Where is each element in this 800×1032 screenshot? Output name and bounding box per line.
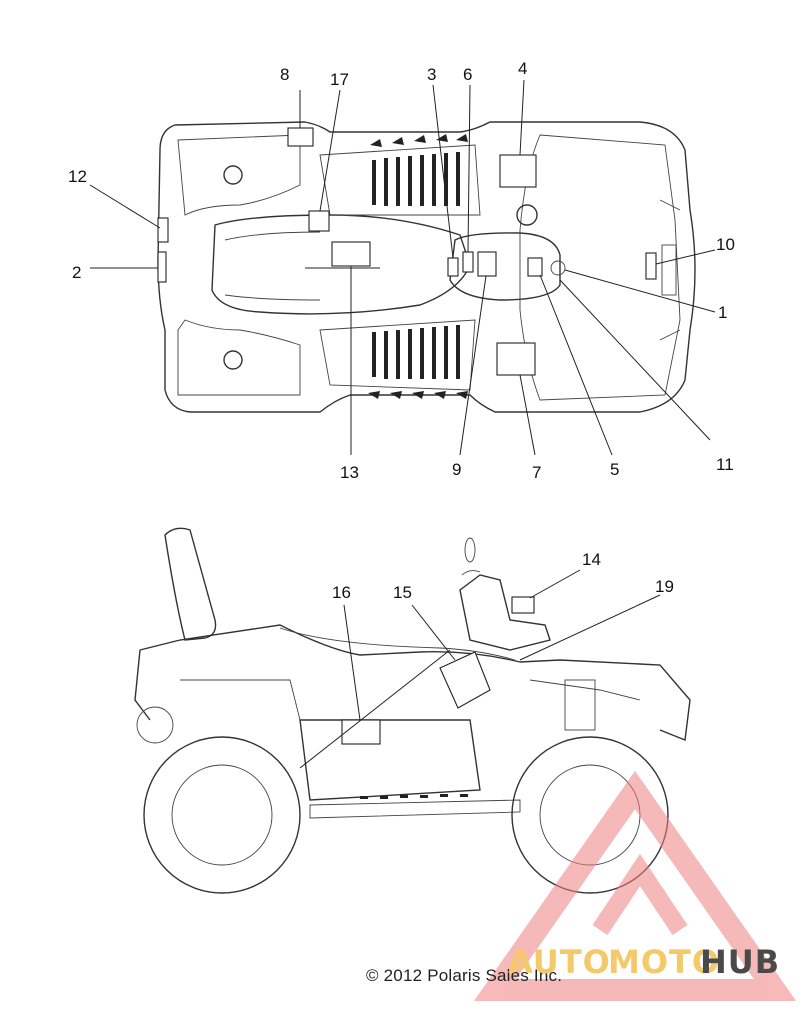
callout-11: 11 (716, 455, 734, 474)
callout-10: 10 (716, 235, 735, 254)
callout-14: 14 (582, 550, 601, 569)
callout-6: 6 (463, 65, 472, 84)
decal-7 (496, 342, 536, 376)
decal-14 (511, 596, 535, 614)
watermark-hub: HUB (700, 943, 781, 981)
upper-footwell (319, 134, 481, 216)
decal-15 (439, 651, 491, 709)
callout-2: 2 (72, 263, 81, 282)
callout-8: 8 (280, 65, 289, 84)
watermark-moto: MOTO (608, 943, 721, 981)
watermark-logo-mark (473, 770, 797, 1001)
callout-13: 13 (340, 463, 359, 482)
decal-3 (447, 257, 459, 277)
decal-16 (341, 719, 381, 745)
callout-12: 12 (68, 167, 87, 186)
atv-side-view: 14 19 15 16 (134, 527, 691, 894)
callout-4: 4 (518, 59, 527, 78)
decal-9 (477, 251, 497, 277)
callout-5: 5 (610, 460, 619, 479)
callout-1: 1 (718, 303, 727, 322)
watermark-auto: AUTO (508, 943, 611, 981)
front-grille (659, 199, 681, 341)
callout-7: 7 (532, 463, 541, 482)
decal-4 (499, 154, 537, 188)
callout-15: 15 (393, 583, 412, 602)
decal-5 (527, 257, 543, 277)
decal-8 (287, 127, 314, 147)
copyright-text: © 2012 Polaris Sales Inc. (366, 966, 563, 985)
atv-top-view: 8 17 3 6 4 12 2 10 1 11 5 7 9 13 (68, 59, 735, 482)
rear-wheel (143, 736, 301, 894)
decal-10 (645, 252, 657, 280)
callout-17: 17 (330, 70, 349, 89)
callout-9: 9 (452, 460, 461, 479)
callout-3: 3 (427, 65, 436, 84)
decal-13-seat (331, 241, 371, 267)
front-wheel (511, 736, 669, 894)
decal-2 (157, 251, 167, 283)
lower-footwell (319, 319, 476, 399)
decal-12 (157, 217, 169, 243)
decal-17 (308, 210, 330, 232)
callout-16: 16 (332, 583, 351, 602)
decal-6 (462, 251, 474, 273)
callout-19: 19 (655, 577, 674, 596)
